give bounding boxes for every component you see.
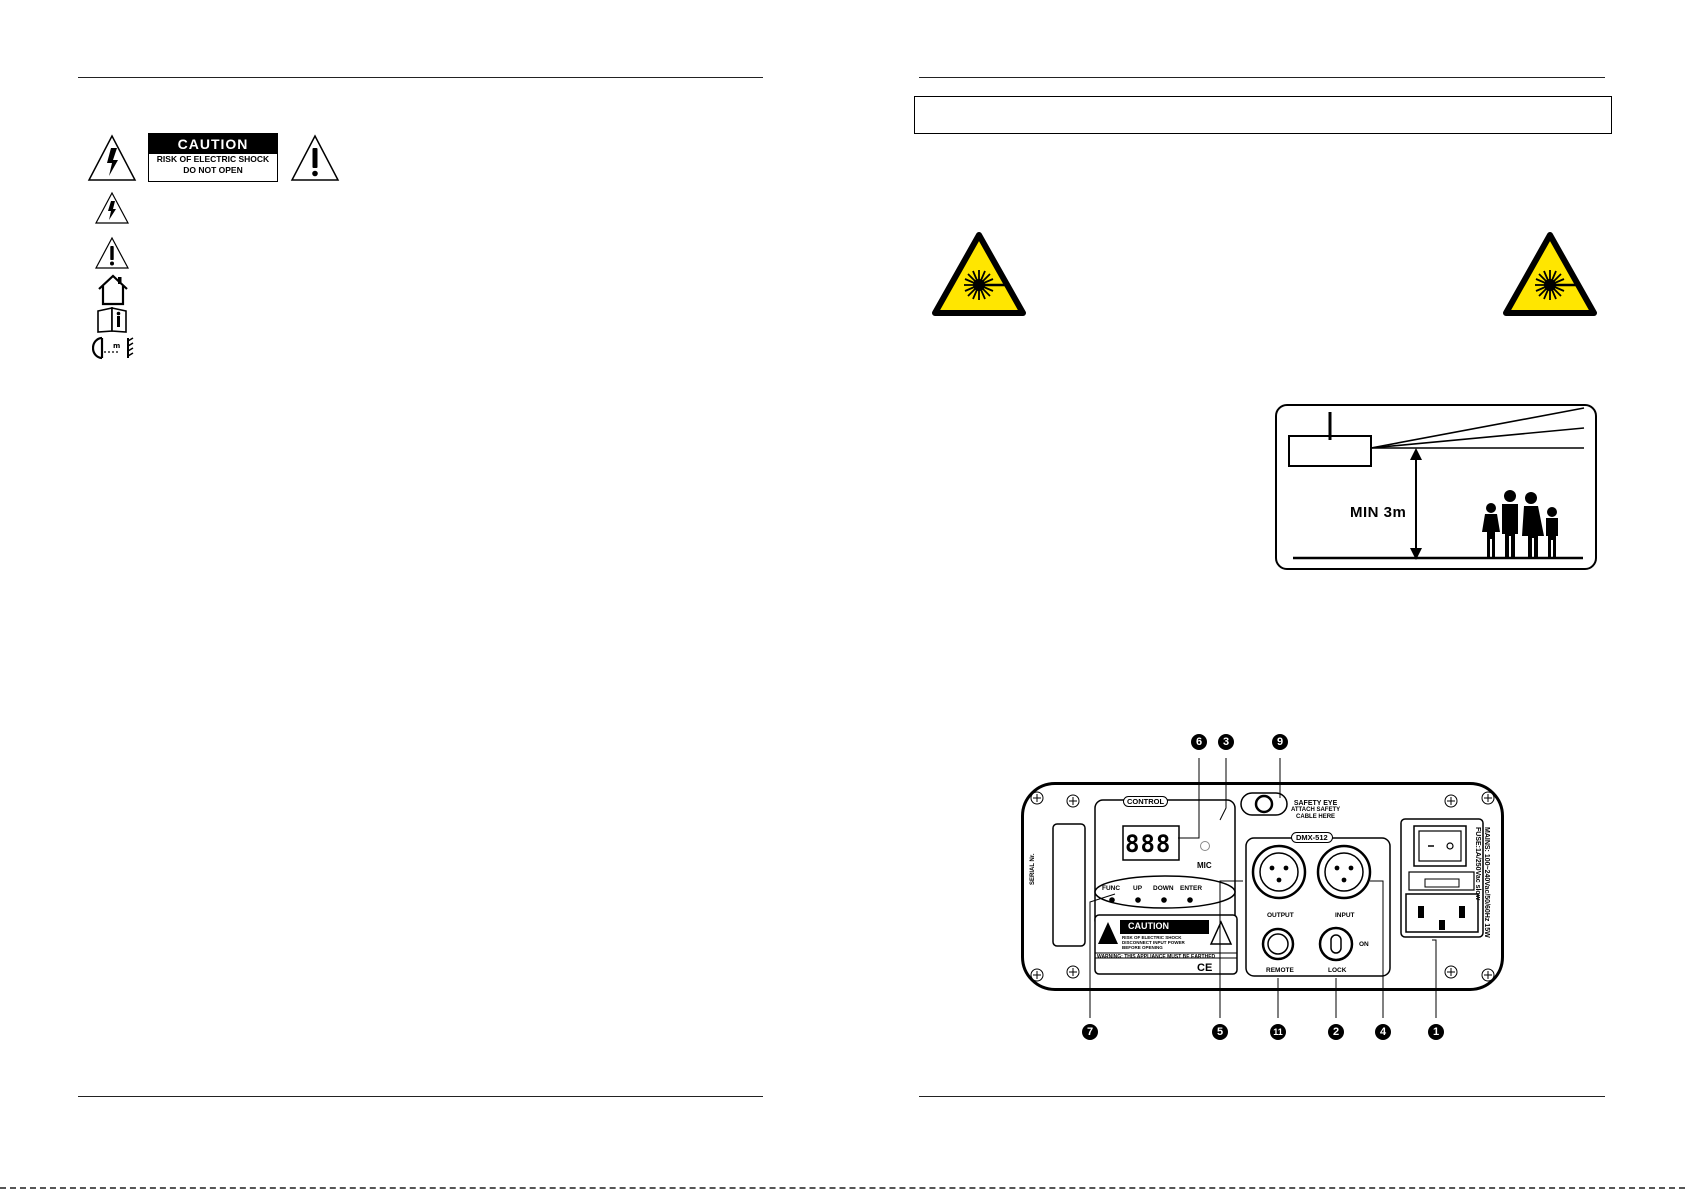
manual-info-icon <box>97 307 127 333</box>
right-page-top-rule <box>919 77 1605 78</box>
safety-eye-line-3: CABLE HERE <box>1296 814 1336 820</box>
callout-7: 7 <box>1082 1024 1098 1040</box>
callout-1: 1 <box>1428 1024 1444 1040</box>
exclamation-triangle-icon <box>95 236 129 269</box>
callout-2: 2 <box>1328 1024 1344 1040</box>
down-button-label: DOWN <box>1153 885 1174 892</box>
sticker-text-3: BEFORE OPENING <box>1122 945 1163 950</box>
safety-eye-label: SAFETY EYE ATTACH SAFETY CABLE HERE <box>1291 800 1340 821</box>
up-button-label: UP <box>1133 885 1143 892</box>
caution-title: CAUTION <box>149 134 277 154</box>
house-icon <box>98 274 128 306</box>
caution-line-2: DO NOT OPEN <box>183 165 243 175</box>
svg-text:m: m <box>113 342 120 350</box>
sticker-text-1: RISK OF ELECTRIC SHOCK <box>1122 935 1182 940</box>
callout-6: 6 <box>1191 734 1207 750</box>
caution-line-1: RISK OF ELECTRIC SHOCK <box>156 154 270 164</box>
dmx-section-title: DMX-512 <box>1291 832 1333 843</box>
mains-rating-label: MAINS: 100~240Vac/50/60Hz 15W FUSE:1A/25… <box>1473 827 1491 938</box>
input-label: INPUT <box>1335 912 1355 919</box>
back-panel-illustration <box>1030 791 1495 982</box>
lightning-triangle-icon <box>87 134 137 181</box>
mic-label: MIC <box>1197 861 1212 870</box>
distance-from-object-icon: m <box>92 336 134 360</box>
laser-warning-icon <box>1503 232 1597 316</box>
sticker-warning: WARNING: THIS APPLIANCE MUST BE EARTHED <box>1097 954 1216 960</box>
minimum-height-diagram <box>1275 404 1597 570</box>
callout-5: 5 <box>1212 1024 1228 1040</box>
laser-warning-icon <box>932 232 1026 316</box>
section-header-frame <box>914 96 1612 134</box>
left-page-top-rule <box>78 77 763 78</box>
callout-9: 9 <box>1272 734 1288 750</box>
serial-number-label: SERIAL Nr. <box>1030 853 1036 885</box>
on-label: ON <box>1359 941 1369 948</box>
exclamation-triangle-icon <box>290 134 340 181</box>
callout-3: 3 <box>1218 734 1234 750</box>
sticker-text-2: DISCONNECT INPUT POWER <box>1122 940 1185 945</box>
min-distance-label: MIN 3m <box>1350 504 1407 521</box>
right-page-bottom-rule <box>919 1096 1605 1097</box>
sticker-text: RISK OF ELECTRIC SHOCK DISCONNECT INPUT … <box>1122 935 1185 950</box>
safety-eye-line-2: ATTACH SAFETY <box>1291 807 1341 813</box>
minimum-height-illustration <box>1288 407 1585 560</box>
callout-4: 4 <box>1375 1024 1391 1040</box>
lightning-triangle-icon <box>95 191 129 224</box>
safety-eye-line-1: SAFETY EYE <box>1293 800 1338 807</box>
display-readout: 888 <box>1125 830 1172 858</box>
callout-11: 11 <box>1270 1024 1286 1040</box>
page-edge-line <box>0 1187 1685 1189</box>
remote-label: REMOTE <box>1266 967 1294 974</box>
left-page-bottom-rule <box>78 1096 763 1097</box>
control-section-title: CONTROL <box>1123 796 1169 807</box>
enter-button-label: ENTER <box>1180 885 1203 892</box>
mains-line-1: MAINS: 100~240Vac/50/60Hz 15W <box>1483 827 1490 938</box>
ce-mark: CE <box>1197 962 1213 974</box>
callout-leader-lines <box>1089 758 1437 1018</box>
caution-label: CAUTION RISK OF ELECTRIC SHOCK DO NOT OP… <box>148 133 278 182</box>
func-button-label: FUNC <box>1102 885 1121 892</box>
sticker-caution-title: CAUTION <box>1128 921 1169 931</box>
lock-label: LOCK <box>1328 967 1347 974</box>
output-label: OUTPUT <box>1267 912 1294 919</box>
mains-line-2: FUSE:1A/250Vac slow <box>1474 827 1481 901</box>
